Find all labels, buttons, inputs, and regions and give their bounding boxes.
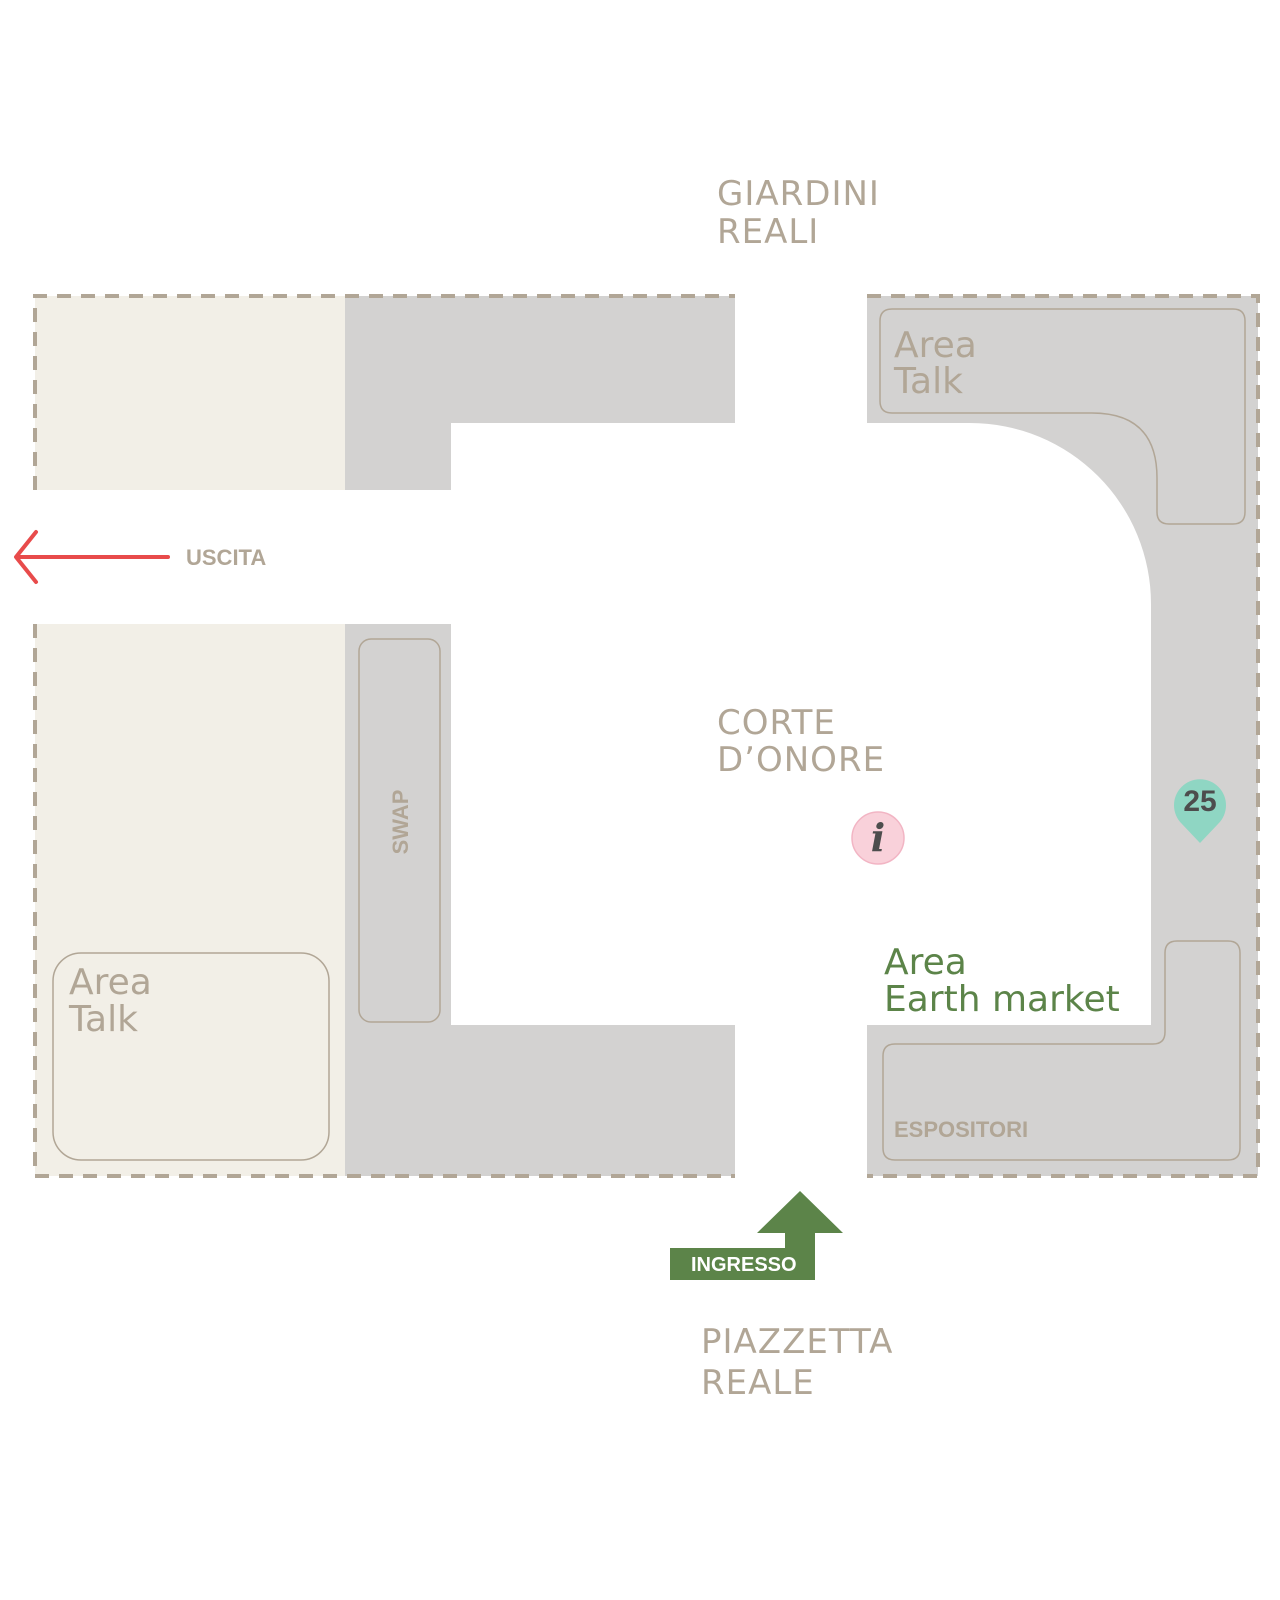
exit-arrow-icon [14,530,170,584]
place-corte-donore: CORTE D’ONORE [717,703,885,780]
area-talk-bottom-left-outline [52,952,330,1161]
left-top-building [345,296,735,490]
info-point-icon[interactable]: i [851,811,905,865]
area-talk-bottom-left-label: Area Talk [68,962,163,1040]
venue-boundary [33,294,1260,1178]
swap-area-outline [358,638,441,1023]
entry-arrow-icon [670,1191,843,1280]
left-bottom-building [345,624,735,1176]
area-earth-market-label: Area Earth market [884,942,1120,1020]
left-bottom-garden-zone [35,624,345,1176]
right-building [867,296,1258,1176]
place-giardini-reali: GIARDINI REALI [717,174,892,252]
location-pin-25-icon[interactable]: 25 [1174,779,1226,843]
entry-label: INGRESSO [691,1254,797,1276]
espositori-label: ESPOSITORI [894,1117,1028,1142]
area-talk-top-right-label: Area Talk [893,325,988,402]
area-talk-top-right-outline [879,308,1246,525]
left-top-garden-zone [35,296,345,490]
svg-text:i: i [871,815,885,860]
espositori-area-outline [882,940,1241,1161]
exit-label: USCITA [186,545,266,570]
svg-text:25: 25 [1183,785,1216,818]
place-piazzetta-reale: PIAZZETTA REALE [701,1322,905,1403]
swap-label: SWAP [388,790,413,855]
